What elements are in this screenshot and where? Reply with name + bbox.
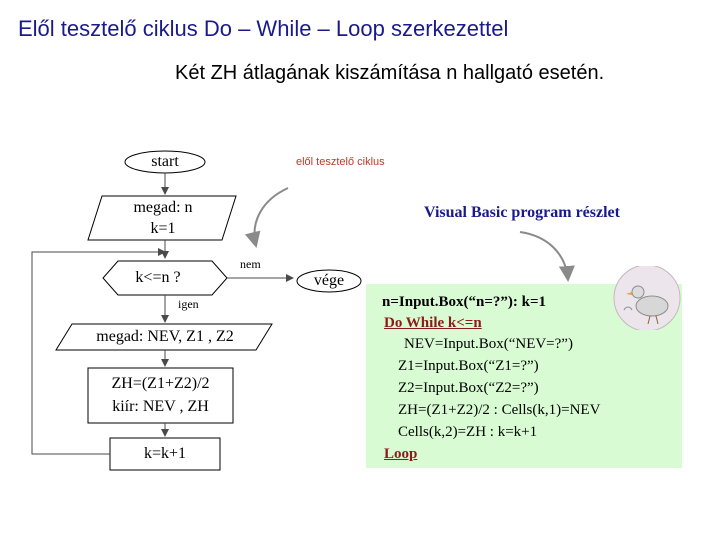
no-branch-label: nem [240,257,261,271]
duck-illustration [613,266,681,330]
pre-test-curved-arrow [244,187,289,248]
increment-box [109,437,221,471]
code-line-8: Loop [384,446,418,462]
page-title: Elől tesztelő ciklus Do – While – Loop s… [18,16,509,41]
input-grades-label: megad: NEV, Z1 , Z2 [96,328,234,345]
yes-branch-label: igen [178,297,199,311]
end-terminal [296,269,362,293]
code-line-4: Z1=Input.Box(“Z1=?”) [398,358,539,374]
page-subtitle: Két ZH átlagának kiszámítása n hallgató … [175,62,605,84]
vb-code-panel: n=Input.Box(“n=?”): k=1 Do While k<=n NE… [366,284,682,468]
input-grades-shape [55,323,273,351]
vb-curved-arrow [519,231,575,282]
init-k-label: k=1 [150,220,176,237]
compute-box [87,367,234,424]
end-label: vége [313,272,345,289]
code-line-1: n=Input.Box(“n=?”): k=1 [382,294,547,310]
vb-excerpt-annotation: Visual Basic program részlet [424,204,620,221]
start-label: start [151,153,179,170]
compute-label: ZH=(Z1+Z2)/2 [111,375,210,392]
increment-label: k=k+1 [143,445,187,462]
input-n-label: megad: n [133,199,193,216]
loop-back-arrow [31,248,166,455]
code-line-2: Do While k<=n [384,315,482,331]
code-line-6: ZH=(Z1+Z2)/2 : Cells(k,1)=NEV [398,402,601,418]
pre-test-loop-annotation: elől tesztelő ciklus [296,156,385,168]
code-line-3: NEV=Input.Box(“NEV=?”) [404,336,573,352]
print-label: kiír: NEV , ZH [112,398,209,415]
condition-label: k<=n ? [135,269,181,286]
code-line-5: Z2=Input.Box(“Z2=?”) [398,380,539,396]
input-n-shape [87,195,237,241]
condition-shape [102,260,228,296]
code-line-7: Cells(k,2)=ZH : k=k+1 [398,424,538,440]
